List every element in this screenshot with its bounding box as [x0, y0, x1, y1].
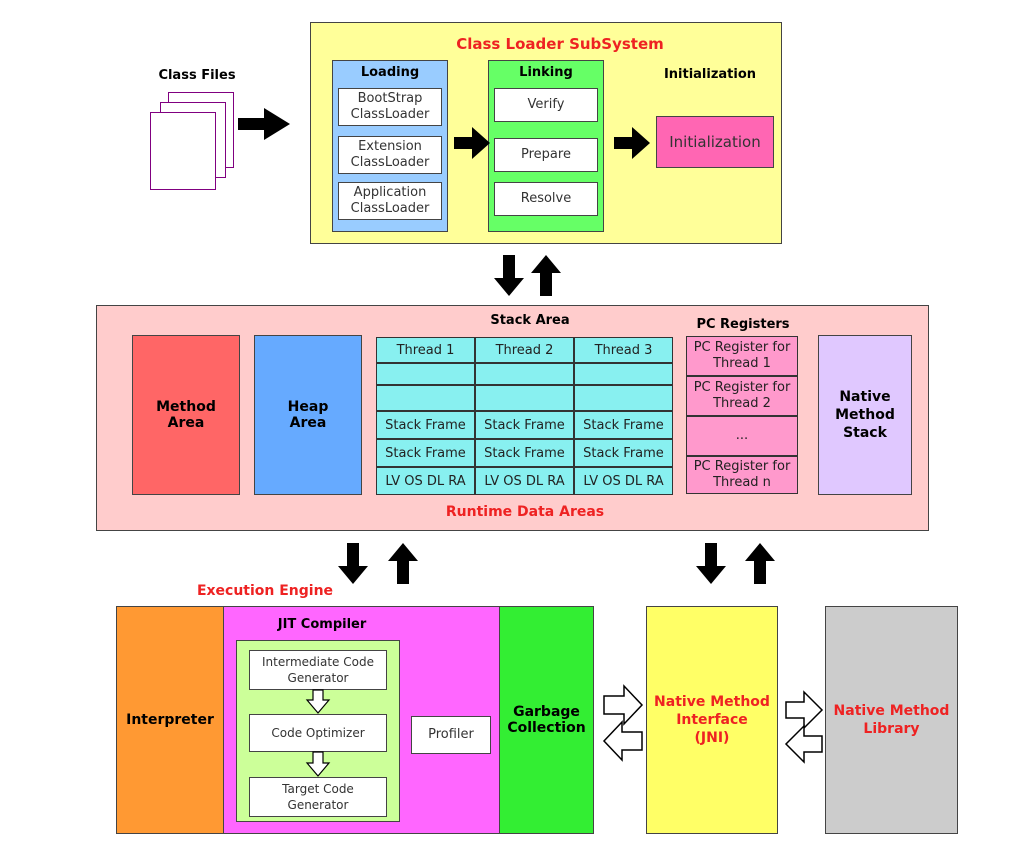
- profiler: Profiler: [411, 716, 491, 754]
- hollow-arrow-right-icon: [785, 690, 824, 730]
- bootstrap-classloader: BootStrap ClassLoader: [338, 88, 442, 126]
- arrow-up-icon: [531, 255, 561, 296]
- arrow-right-icon: [238, 108, 290, 140]
- application-classloader: Application ClassLoader: [338, 182, 442, 220]
- stack-cell-frame1: Stack Frame: [376, 411, 475, 439]
- stack-cell-empty: [574, 385, 673, 411]
- prepare-step: Prepare: [494, 138, 598, 172]
- interpreter: Interpreter: [116, 606, 224, 834]
- garbage-collection: Garbage Collection: [499, 606, 594, 834]
- stack-area-title: Stack Area: [490, 312, 570, 328]
- hollow-arrow-left-icon: [784, 724, 823, 764]
- stack-cell-frame2: Stack Frame: [376, 439, 475, 467]
- pc-registers-title: PC Registers: [696, 316, 790, 332]
- pc-register-ellipsis: ...: [686, 416, 798, 456]
- resolve-step: Resolve: [494, 182, 598, 216]
- native-method-interface: Native Method Interface (JNI): [646, 606, 778, 834]
- stack-cell-frame1: Stack Frame: [574, 411, 673, 439]
- arrow-right-icon: [454, 127, 490, 159]
- initialization-box: Initialization: [656, 116, 774, 168]
- jit-compiler-title: JIT Compiler: [277, 616, 367, 632]
- pc-register-thread-1: PC Register for Thread 1: [686, 336, 798, 376]
- heap-area: Heap Area: [254, 335, 362, 495]
- stack-cell-empty: [574, 363, 673, 385]
- hollow-arrow-down-icon: [305, 751, 331, 777]
- pc-register-thread-n: PC Register for Thread n: [686, 456, 798, 494]
- arrow-up-icon: [745, 543, 775, 584]
- stack-cell-frame1: Stack Frame: [475, 411, 574, 439]
- arrow-up-icon: [388, 543, 418, 584]
- verify-step: Verify: [494, 88, 598, 122]
- stack-cell-frame2: Stack Frame: [475, 439, 574, 467]
- pc-register-thread-2: PC Register for Thread 2: [686, 376, 798, 416]
- extension-classloader: Extension ClassLoader: [338, 136, 442, 174]
- stack-cell-thread: Thread 1: [376, 337, 475, 363]
- arrow-down-icon: [696, 543, 726, 584]
- runtime-title: Runtime Data Areas: [445, 504, 605, 520]
- class-files-label: Class Files: [158, 67, 236, 83]
- class-file-page: [150, 112, 216, 190]
- initialization-title: Initialization: [663, 66, 757, 82]
- method-area: Method Area: [132, 335, 240, 495]
- target-code-generator: Target Code Generator: [249, 777, 387, 817]
- class-loader-title: Class Loader SubSystem: [456, 35, 664, 53]
- hollow-arrow-right-icon: [603, 684, 644, 726]
- code-optimizer: Code Optimizer: [249, 714, 387, 752]
- loading-title: Loading: [360, 64, 420, 80]
- stack-cell-empty: [376, 363, 475, 385]
- stack-cell-empty: [475, 363, 574, 385]
- arrow-down-icon: [494, 255, 524, 296]
- stack-cell-thread: Thread 3: [574, 337, 673, 363]
- linking-title: Linking: [519, 64, 573, 80]
- hollow-arrow-down-icon: [305, 689, 331, 714]
- stack-cell-thread: Thread 2: [475, 337, 574, 363]
- stack-cell-empty: [475, 385, 574, 411]
- native-method-stack: Native Method Stack: [818, 335, 912, 495]
- arrow-down-icon: [338, 543, 368, 584]
- native-method-library: Native Method Library: [825, 606, 958, 834]
- stack-cell-vars: LV OS DL RA: [376, 467, 475, 495]
- stack-cell-vars: LV OS DL RA: [574, 467, 673, 495]
- arrow-right-icon: [614, 127, 650, 159]
- stack-cell-vars: LV OS DL RA: [475, 467, 574, 495]
- execution-engine-title: Execution Engine: [196, 583, 334, 599]
- stack-cell-frame2: Stack Frame: [574, 439, 673, 467]
- intermediate-code-generator: Intermediate Code Generator: [249, 650, 387, 690]
- stack-cell-empty: [376, 385, 475, 411]
- hollow-arrow-left-icon: [602, 720, 643, 762]
